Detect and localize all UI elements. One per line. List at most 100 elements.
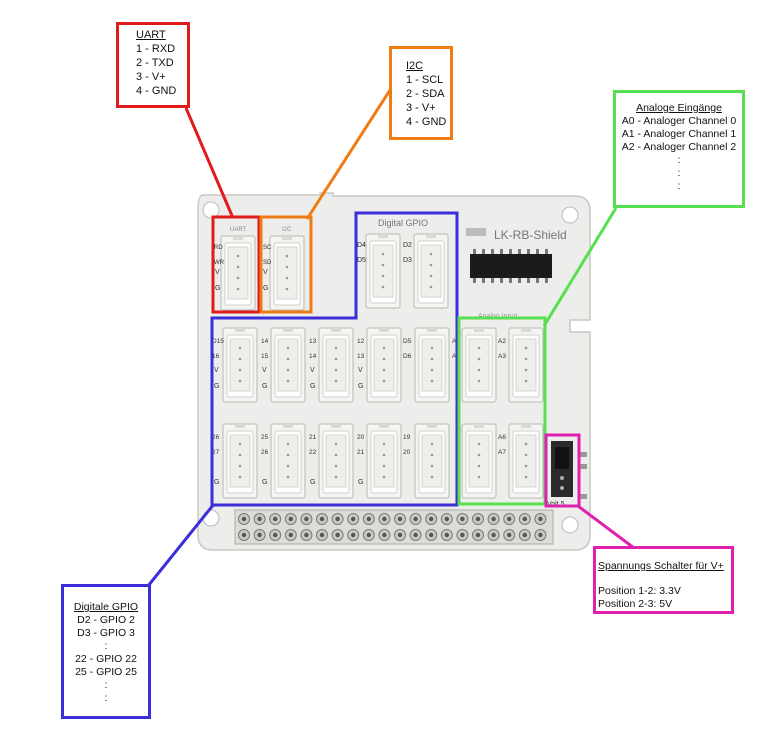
header-pin-hole [398,533,402,537]
silk-r1-j: D6 [403,353,412,360]
uart-pin-4: 4 - GND [136,84,187,98]
analog-line: A2 - Analoger Channel 2 [616,141,742,154]
silk-r1-f: 14 [309,353,317,360]
silk-r2-e: 21 [309,434,317,441]
gpio-connector [319,424,353,498]
analog-connector [509,424,543,498]
header-pin-hole [398,517,402,521]
header-pin-hole [367,533,371,537]
header-pin-hole [538,533,542,537]
silk-pin-g: G [215,285,220,292]
header-pin-hole [351,533,355,537]
voltage-position-1: Position 1-2: 3.3V [598,585,731,598]
header-pin-hole [273,533,277,537]
silk-a2: A2 [498,338,506,345]
header-pin-hole [335,517,339,521]
gpio-connector [415,424,449,498]
gpio-connector [366,234,400,308]
silk-pin-g: G [358,383,363,390]
silk-pin-v: V [215,269,220,276]
header-pin-hole [257,517,261,521]
silk-uart: UART [230,227,247,233]
silk-r1-h: 13 [357,353,365,360]
header-pin-hole [507,533,511,537]
header-pin-hole [289,533,293,537]
analog-connector [462,328,496,402]
i2c-pin-1: 1 - SCL [406,73,450,87]
silk-uart-tx: WR [214,260,225,266]
analog-callout: Analoge Eingänge A0 - Analoger Channel 0… [613,90,745,208]
i2c-callout-title: I2C [406,59,450,73]
digital-callout-title: Digitale GPIO [64,601,148,614]
header-pin-hole [538,517,542,521]
silk-pin-g: G [263,285,268,292]
gpio-connector [367,328,401,402]
silk-pin-g: G [262,479,267,486]
voltage-jumper [551,441,573,497]
silk-d2: D2 [403,242,412,249]
silk-d5: D5 [357,257,366,264]
analog-connector [462,424,496,498]
board-name: LK-RB-Shield [494,228,567,242]
digital-line: D2 - GPIO 2 [64,614,148,627]
header-pin-hole [367,517,371,521]
silk-r1-a: D15 [212,338,224,345]
header-pin-hole [429,533,433,537]
analog-line: : [616,154,742,167]
header-pin-hole [460,533,464,537]
silk-r1-d: 15 [261,353,269,360]
header-pin-hole [429,517,433,521]
header-pin-hole [507,517,511,521]
digital-line: 25 - GPIO 25 [64,666,148,679]
header-pin-hole [304,517,308,521]
gpio-connector [271,328,305,402]
header-pin-hole [242,517,246,521]
analog-line: : [616,180,742,193]
gpio-connector [271,424,305,498]
digital-line: 22 - GPIO 22 [64,653,148,666]
voltage-callout: Spannungs Schalter für V+ Position 1-2: … [593,546,734,614]
silk-pin-g: G [310,383,315,390]
gpio-connector [223,328,257,402]
header-pin-hole [413,533,417,537]
header-pin-hole [382,533,386,537]
analog-line: A0 - Analoger Channel 0 [616,115,742,128]
analog-line: : [616,167,742,180]
logo-mark [466,228,486,236]
header-pin-hole [523,533,527,537]
silk-r1-e: 13 [309,338,317,345]
header-pin-hole [476,533,480,537]
digital-callout: Digitale GPIO D2 - GPIO 2 D3 - GPIO 3 : … [61,584,151,719]
i2c-callout: I2C 1 - SCL 2 - SDA 3 - V+ 4 - GND [389,46,453,140]
silk-pin-v: V [263,269,268,276]
silk-pin-g: G [214,479,219,486]
silk-a3: A3 [498,353,506,360]
silk-i2c-sda: SD [263,260,272,266]
uart-pin-2: 2 - TXD [136,56,187,70]
header-pin-hole [335,533,339,537]
silk-pin-v: V [358,367,363,374]
silk-digital: Digital GPIO [378,218,428,228]
mounting-hole [562,517,578,533]
i2c-pin-3: 3 - V+ [406,101,450,115]
header-pin-hole [523,517,527,521]
silk-r2-f: 22 [309,449,317,456]
silk-pin-g: G [262,383,267,390]
gpio-connector [414,234,448,308]
uart-callout: UART 1 - RXD 2 - TXD 3 - V+ 4 - GND [116,22,190,108]
silk-i2c: I2C [282,227,292,233]
gpio-connector [319,328,353,402]
header-pin-hole [476,517,480,521]
voltage-callout-title: Spannungs Schalter für V+ [598,560,731,573]
header-pin-hole [257,533,261,537]
silk-pin-g: G [358,479,363,486]
ic-chip [470,249,552,283]
header-pin-hole [460,517,464,521]
analog-callout-title: Analoge Eingänge [616,102,742,115]
silk-r2-i: 19 [403,434,411,441]
header-pin-hole [491,517,495,521]
uart-pin-3: 3 - V+ [136,70,187,84]
header-pin-hole [351,517,355,521]
gpio-connector [415,328,449,402]
silk-pin-g: G [214,383,219,390]
